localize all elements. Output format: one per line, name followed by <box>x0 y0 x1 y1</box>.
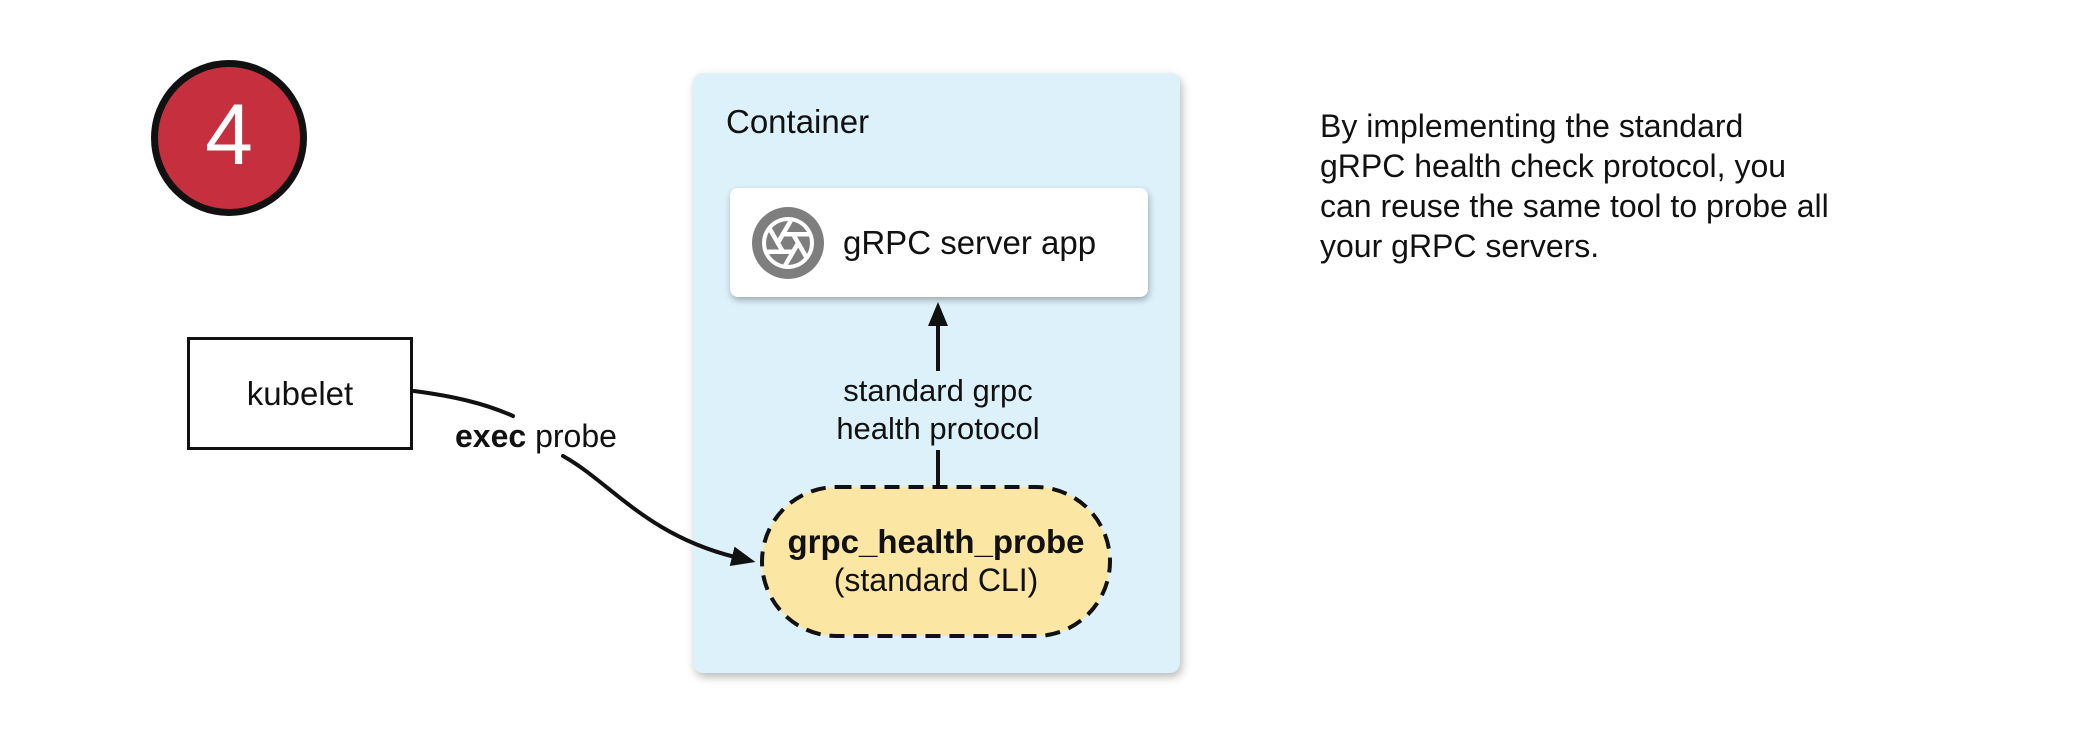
aperture-icon <box>752 206 824 279</box>
exec-probe-arrow-end <box>561 454 756 566</box>
health-probe-node: grpc_health_probe (standard CLI) <box>762 487 1110 636</box>
exec-probe-label-bold: exec <box>455 418 527 454</box>
health-probe-title: grpc_health_probe <box>787 523 1085 561</box>
exec-probe-arrow-start <box>412 389 515 418</box>
step-badge: 4 <box>151 60 307 216</box>
kubelet-node: kubelet <box>187 337 413 450</box>
health-probe-pill <box>760 485 1112 638</box>
exec-probe-label-rest: probe <box>526 418 617 454</box>
grpc-server-label: gRPC server app <box>843 223 1097 261</box>
step-number: 4 <box>205 87 253 183</box>
health-probe-subtitle: (standard CLI) <box>833 562 1039 599</box>
kubelet-label: kubelet <box>246 374 354 412</box>
health-protocol-label: standard grpc health protocol <box>836 373 1040 446</box>
grpc-server-node: gRPC server app <box>730 188 1148 297</box>
exec-probe-label: exec probe <box>455 418 617 455</box>
container-label: Container <box>726 103 870 140</box>
annotation-text: By implementing the standard gRPC health… <box>1320 108 1829 264</box>
